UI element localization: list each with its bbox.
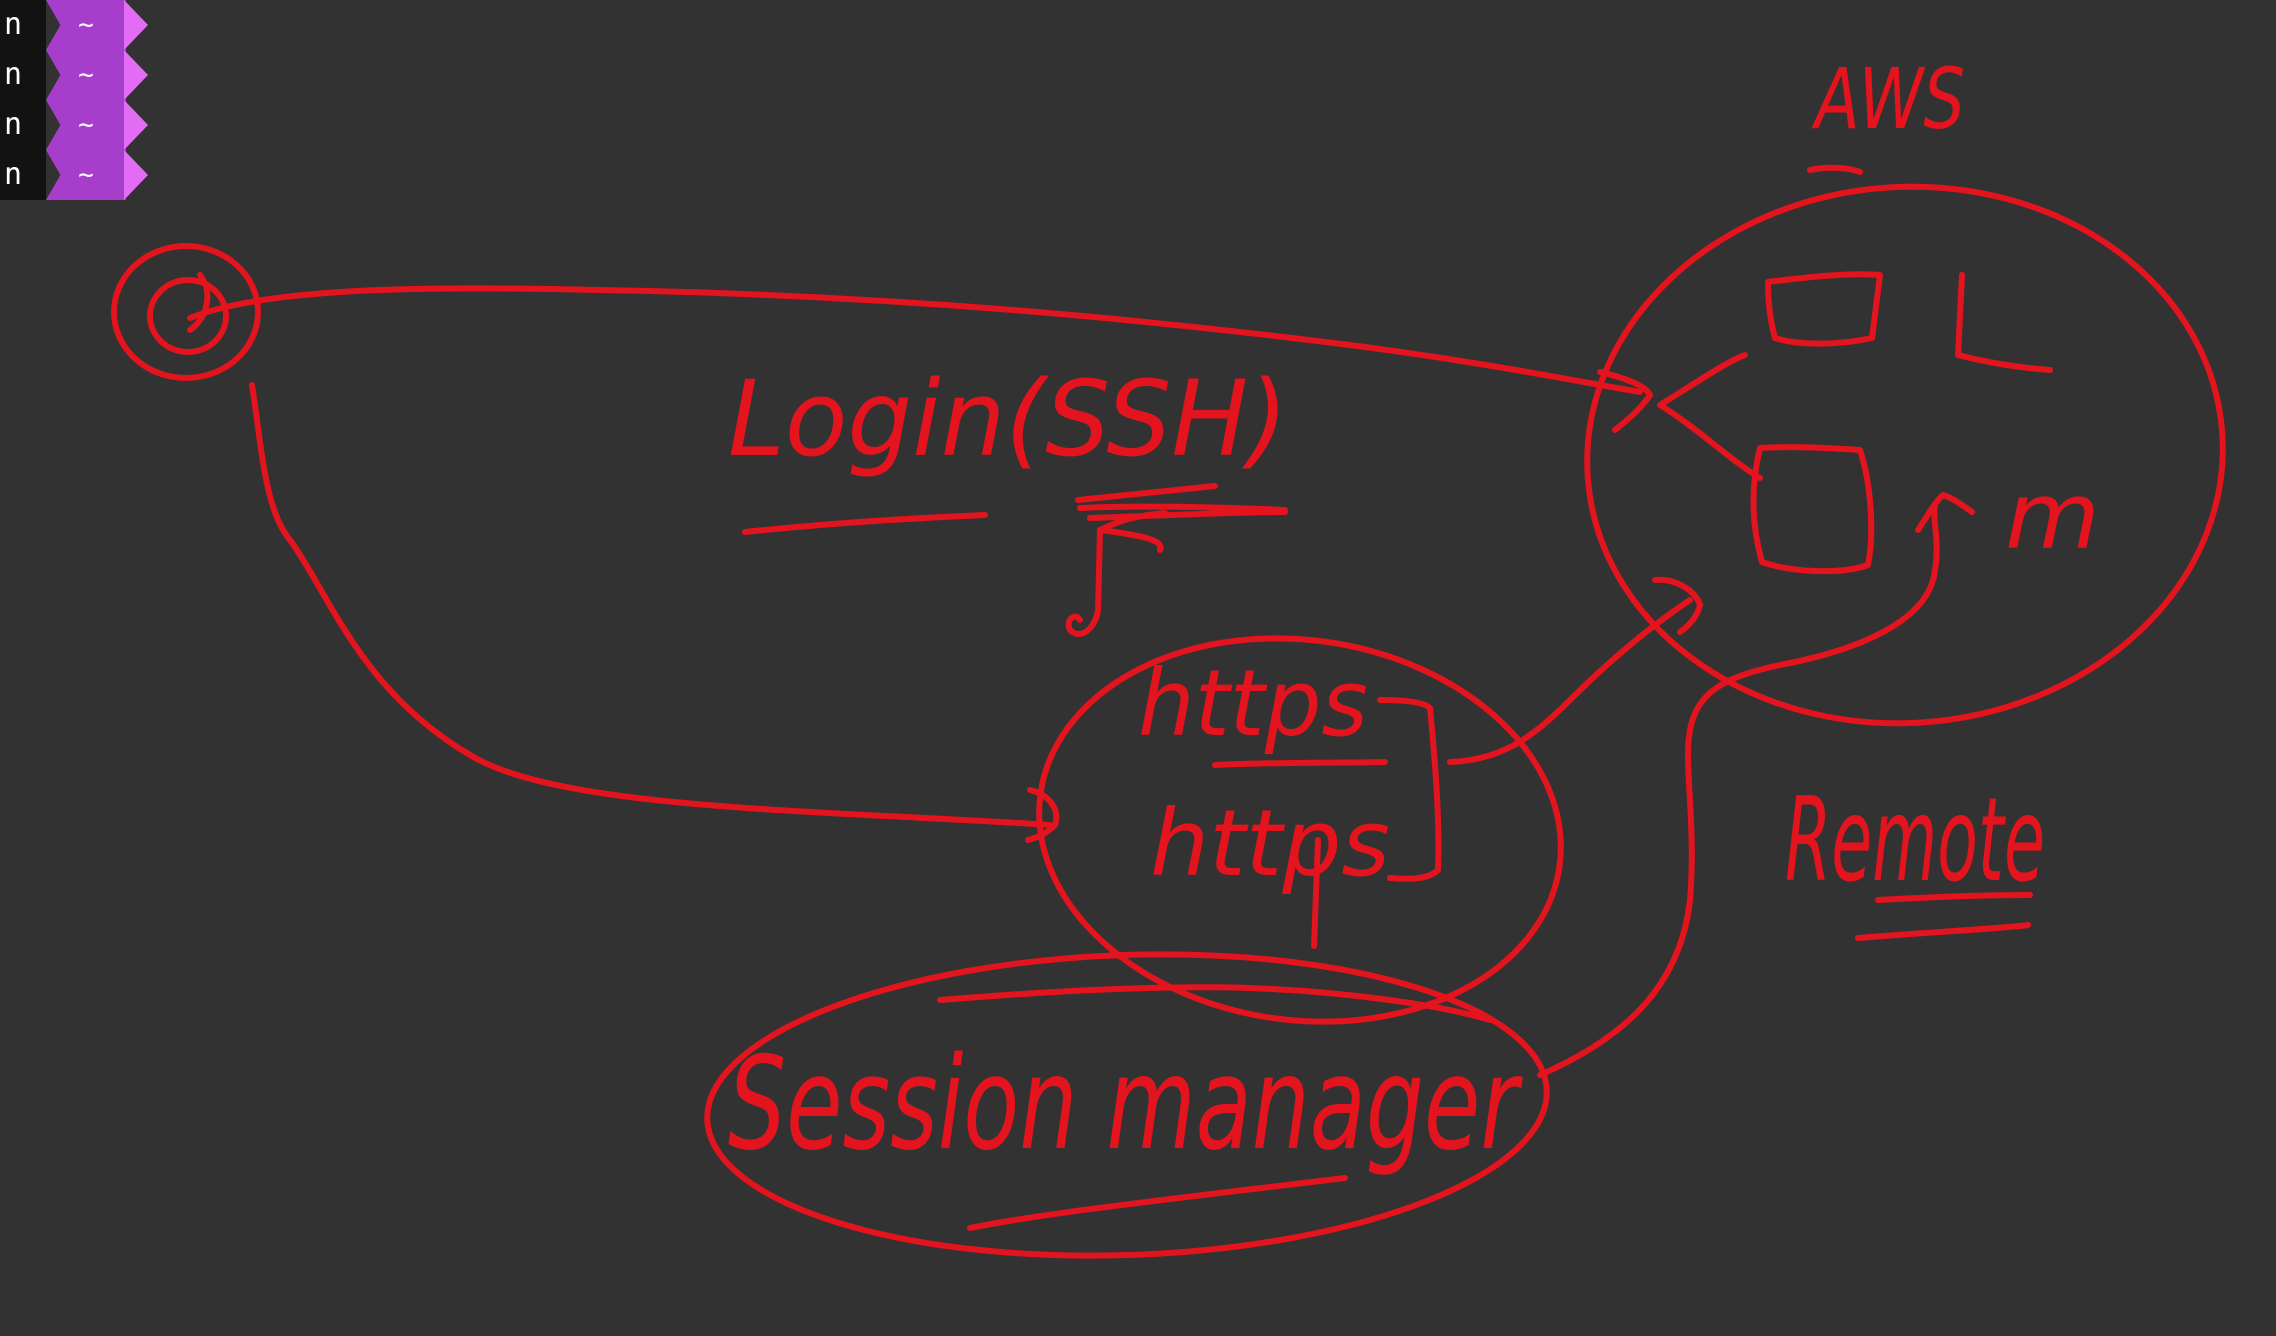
- prompt-host: .n: [0, 100, 46, 150]
- session-underline: [967, 1175, 1348, 1231]
- https-to-aws-arrowhead: [1652, 576, 1703, 635]
- remote-label: Remote: [1785, 773, 2045, 908]
- ssh-underline: [1075, 483, 1218, 503]
- user-to-https-line: [249, 382, 1053, 828]
- https-bottom-label: https: [1150, 790, 1390, 897]
- aws-instance-shape-bottom: [1750, 444, 1875, 575]
- terminal-prompt-strip: .n ~ .n ~ .n ~ .n ~: [0, 0, 150, 210]
- prompt-host: .n: [0, 0, 46, 50]
- ssh-connection-line: [187, 285, 1643, 395]
- https-top-underline: [1212, 759, 1388, 768]
- session-top-stroke: [937, 984, 1493, 1023]
- remote-underline-2: [1855, 922, 2031, 941]
- ssh-underline-3: [1087, 509, 1288, 521]
- user-node: [111, 243, 261, 381]
- login-underline: [742, 512, 988, 535]
- aws-label: AWS: [1811, 50, 1965, 148]
- prompt-row: .n ~: [0, 0, 150, 50]
- prompt-host: .n: [0, 150, 46, 200]
- session-to-remote-line: [1537, 502, 1940, 1078]
- https-bracket: [1377, 697, 1442, 882]
- session-manager-bubble: [704, 951, 1550, 1259]
- session-manager-label: Session manager: [728, 1030, 1523, 1179]
- aws-instance-shape-top: [1765, 271, 1883, 347]
- ssh-arrowhead: [1597, 369, 1653, 433]
- prompt-row: .n ~: [0, 150, 150, 200]
- aws-label-underline: [1807, 164, 1863, 175]
- https-arrowhead: [1025, 787, 1060, 843]
- login-label: Login(SSH): [728, 358, 1288, 480]
- prompt-row: .n ~: [0, 50, 150, 100]
- prompt-host: .n: [0, 50, 46, 100]
- aws-cloud-boundary: [1584, 183, 2226, 727]
- session-to-remote-arrowhead: [1915, 492, 1975, 533]
- https-stem: [1311, 837, 1321, 949]
- aws-branch-line: [1657, 352, 1763, 481]
- ssh-to-https-arrow: [1065, 510, 1168, 637]
- https-bubble: [1036, 635, 1564, 1025]
- https-top-label: https: [1138, 650, 1368, 757]
- m-node-label: m: [2005, 463, 2100, 570]
- prompt-row: .n ~: [0, 100, 150, 150]
- remote-underline-1: [1875, 892, 2033, 903]
- aws-instance-shape-mid: [1955, 272, 2053, 373]
- https-to-aws-line: [1447, 597, 1693, 765]
